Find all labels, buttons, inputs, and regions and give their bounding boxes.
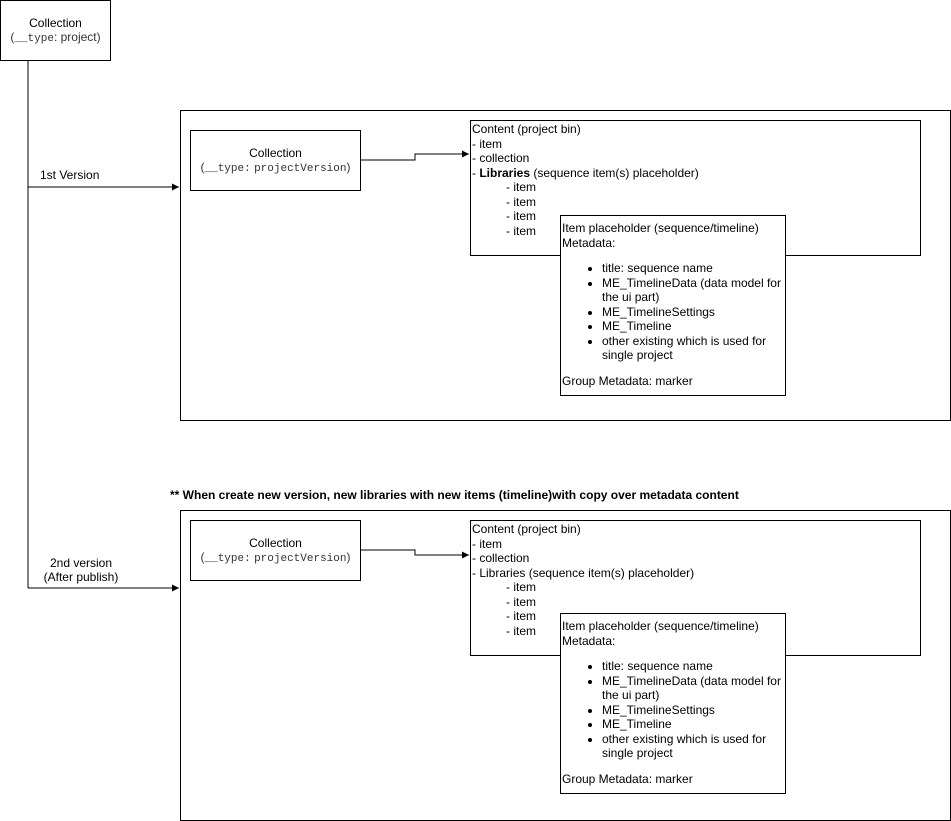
version2-collection-type: (__type: projectVersion) xyxy=(200,549,351,565)
version-note: ** When create new version, new librarie… xyxy=(170,488,739,502)
version1-content-row-libraries: - Libraries (sequence item(s) placeholde… xyxy=(472,165,699,180)
version1-metadata-label: Metadata: xyxy=(562,235,616,250)
version2-content-row-item: - item xyxy=(472,536,502,551)
version1-content-title: Content (project bin) xyxy=(472,122,581,136)
version1-edge-label: 1st Version xyxy=(40,168,100,182)
version1-library-item: - item xyxy=(506,180,536,194)
version1-group-metadata: Group Metadata: marker xyxy=(562,373,693,388)
v2-collection-content-arrow xyxy=(361,549,469,559)
version2-placeholder-node[interactable]: Item placeholder (sequence/timeline) Met… xyxy=(560,613,786,794)
root-collection-title: Collection xyxy=(29,15,82,30)
version1-placeholder-title: Item placeholder (sequence/timeline) xyxy=(562,221,759,235)
version2-collection-node[interactable]: Collection (__type: projectVersion) xyxy=(190,520,361,581)
version2-edge-label-line2: (After publish) xyxy=(43,570,119,584)
version2-metadata-label: Metadata: xyxy=(562,633,616,648)
version2-library-item: - item xyxy=(506,623,536,638)
version2-library-item: - item xyxy=(506,580,536,594)
version1-library-item: - item xyxy=(506,209,536,223)
version1-content-row-collection: - collection xyxy=(472,151,530,165)
metadata-bullet: title: sequence name xyxy=(602,261,784,276)
version2-collection-title: Collection xyxy=(249,535,302,550)
version1-placeholder-node[interactable]: Item placeholder (sequence/timeline) Met… xyxy=(560,215,786,396)
version1-library-item: - item xyxy=(506,223,536,238)
metadata-bullet: ME_Timeline xyxy=(602,319,784,334)
version2-edge-label: 2nd version (After publish) xyxy=(38,556,124,584)
metadata-bullet: ME_TimelineData (data model for the ui p… xyxy=(602,674,784,703)
metadata-bullet: other existing which is used for single … xyxy=(602,732,784,761)
metadata-bullet: other existing which is used for single … xyxy=(602,334,784,363)
v1-collection-content-arrow xyxy=(361,150,469,161)
metadata-bullet: title: sequence name xyxy=(602,659,784,674)
version2-content-title: Content (project bin) xyxy=(472,522,581,536)
version2-group-metadata: Group Metadata: marker xyxy=(562,771,693,786)
version1-collection-type: (__type: projectVersion) xyxy=(200,159,351,175)
version2-content-node[interactable]: Content (project bin) - item - collectio… xyxy=(470,520,921,656)
root-collection-type: (__type: project) xyxy=(10,29,101,45)
version1-content-row-item: - item xyxy=(472,136,502,151)
metadata-bullet: ME_Timeline xyxy=(602,717,784,732)
version2-content-row-libraries: - Libraries (sequence item(s) placeholde… xyxy=(472,565,695,580)
version2-placeholder-title: Item placeholder (sequence/timeline) xyxy=(562,619,759,633)
version1-collection-title: Collection xyxy=(249,145,302,160)
version2-library-item: - item xyxy=(506,594,536,609)
version2-library-item: - item xyxy=(506,609,536,623)
version2-content-row-collection: - collection xyxy=(472,551,530,565)
root-collection-node[interactable]: Collection (__type: project) xyxy=(0,0,111,61)
metadata-bullet: ME_TimelineData (data model for the ui p… xyxy=(602,276,784,305)
version2-metadata-list: title: sequence name ME_TimelineData (da… xyxy=(562,659,784,761)
metadata-bullet: ME_TimelineSettings xyxy=(602,703,784,718)
version2-edge-label-line1: 2nd version xyxy=(49,556,113,570)
metadata-bullet: ME_TimelineSettings xyxy=(602,305,784,320)
version1-collection-node[interactable]: Collection (__type: projectVersion) xyxy=(190,130,361,191)
version1-metadata-list: title: sequence name ME_TimelineData (da… xyxy=(562,261,784,363)
version1-library-item: - item xyxy=(506,194,536,209)
